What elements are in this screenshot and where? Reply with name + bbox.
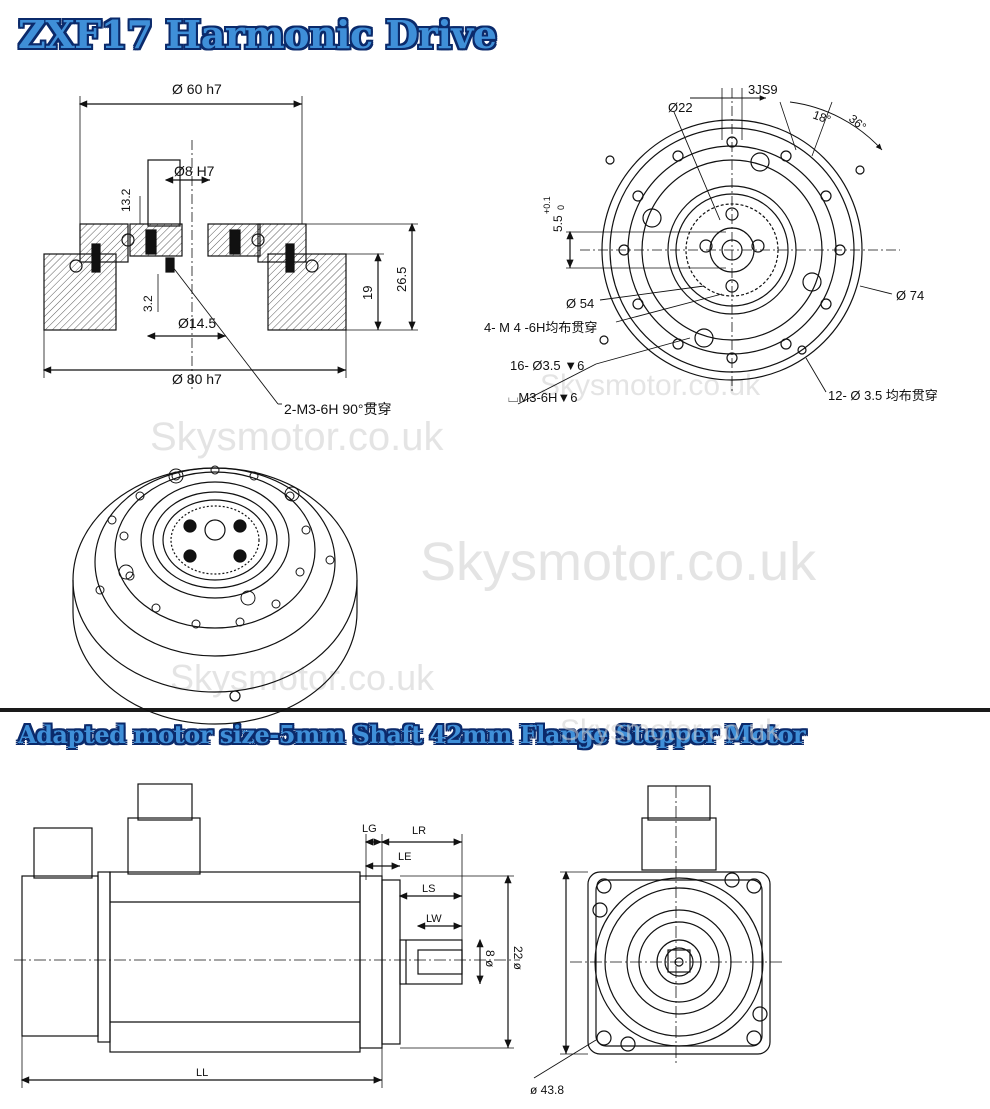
title-harmonic-drive: ZXF17 Harmonic Drive: [18, 12, 497, 57]
label-d22: 22 ø: [511, 946, 525, 971]
watermark-4: Skysmotor.co.uk: [540, 369, 761, 402]
dim-22: Ø22: [668, 100, 693, 115]
dim-60h7: Ø 60 h7: [172, 81, 222, 97]
section-view: [42, 96, 418, 405]
watermark-1: Skysmotor.co.uk: [150, 415, 444, 459]
motor-front-view: [533, 785, 784, 1079]
watermark-2: Skysmotor.co.uk: [420, 532, 817, 592]
dim-13-2: 13.2: [119, 188, 133, 212]
dim-26-5: 26.5: [394, 267, 409, 292]
dim-3-2: 3.2: [141, 295, 155, 312]
dim-54: Ø 54: [566, 296, 594, 311]
label-lg: LG: [362, 823, 377, 835]
note-4-m4: 4- M 4 -6H均布贯穿: [484, 320, 597, 335]
title-adapted-motor: Adapted motor size-5mm Shaft 42mm Flange…: [18, 720, 806, 749]
iso-view: [72, 465, 358, 725]
dim-3js9: 3JS9: [748, 82, 778, 97]
dim-36deg: 36°: [846, 112, 869, 135]
label-d43-8: ø 43.8: [530, 1083, 564, 1097]
label-ll: LL: [196, 1067, 208, 1079]
label-le: LE: [398, 851, 411, 863]
front-view: [517, 88, 900, 405]
section-divider: [0, 708, 990, 712]
motor-side-view: [14, 783, 520, 1088]
watermark-5: Skysmotor.co.uk: [560, 714, 781, 747]
watermark-3: Skysmotor.co.uk: [170, 657, 435, 698]
dim-5-5-tol0: 0: [556, 205, 566, 210]
dim-8h7: Ø8 H7: [174, 163, 215, 179]
dim-14-5: Ø14.5: [178, 315, 216, 331]
dim-74: Ø 74: [896, 288, 924, 303]
note-16-35: 16- Ø3.5 ▼6: [510, 358, 584, 373]
dim-5-5: 5.5: [551, 215, 565, 232]
dim-18deg: 18°: [811, 108, 833, 127]
note-2-m3: 2-M3-6H 90°贯穿: [284, 401, 392, 417]
note-12-35: 12- Ø 3.5 均布贯穿: [828, 388, 938, 403]
dim-80h7: Ø 80 h7: [172, 371, 222, 387]
label-d8: 8 ø: [483, 950, 497, 968]
label-lw: LW: [426, 913, 442, 925]
dim-5-5-tol: +0.1: [542, 196, 552, 214]
dim-19: 19: [360, 286, 375, 300]
label-ls: LS: [422, 883, 435, 895]
note-m3-6h: ⌴M3-6H▼6: [508, 390, 578, 405]
label-lr: LR: [412, 825, 426, 837]
